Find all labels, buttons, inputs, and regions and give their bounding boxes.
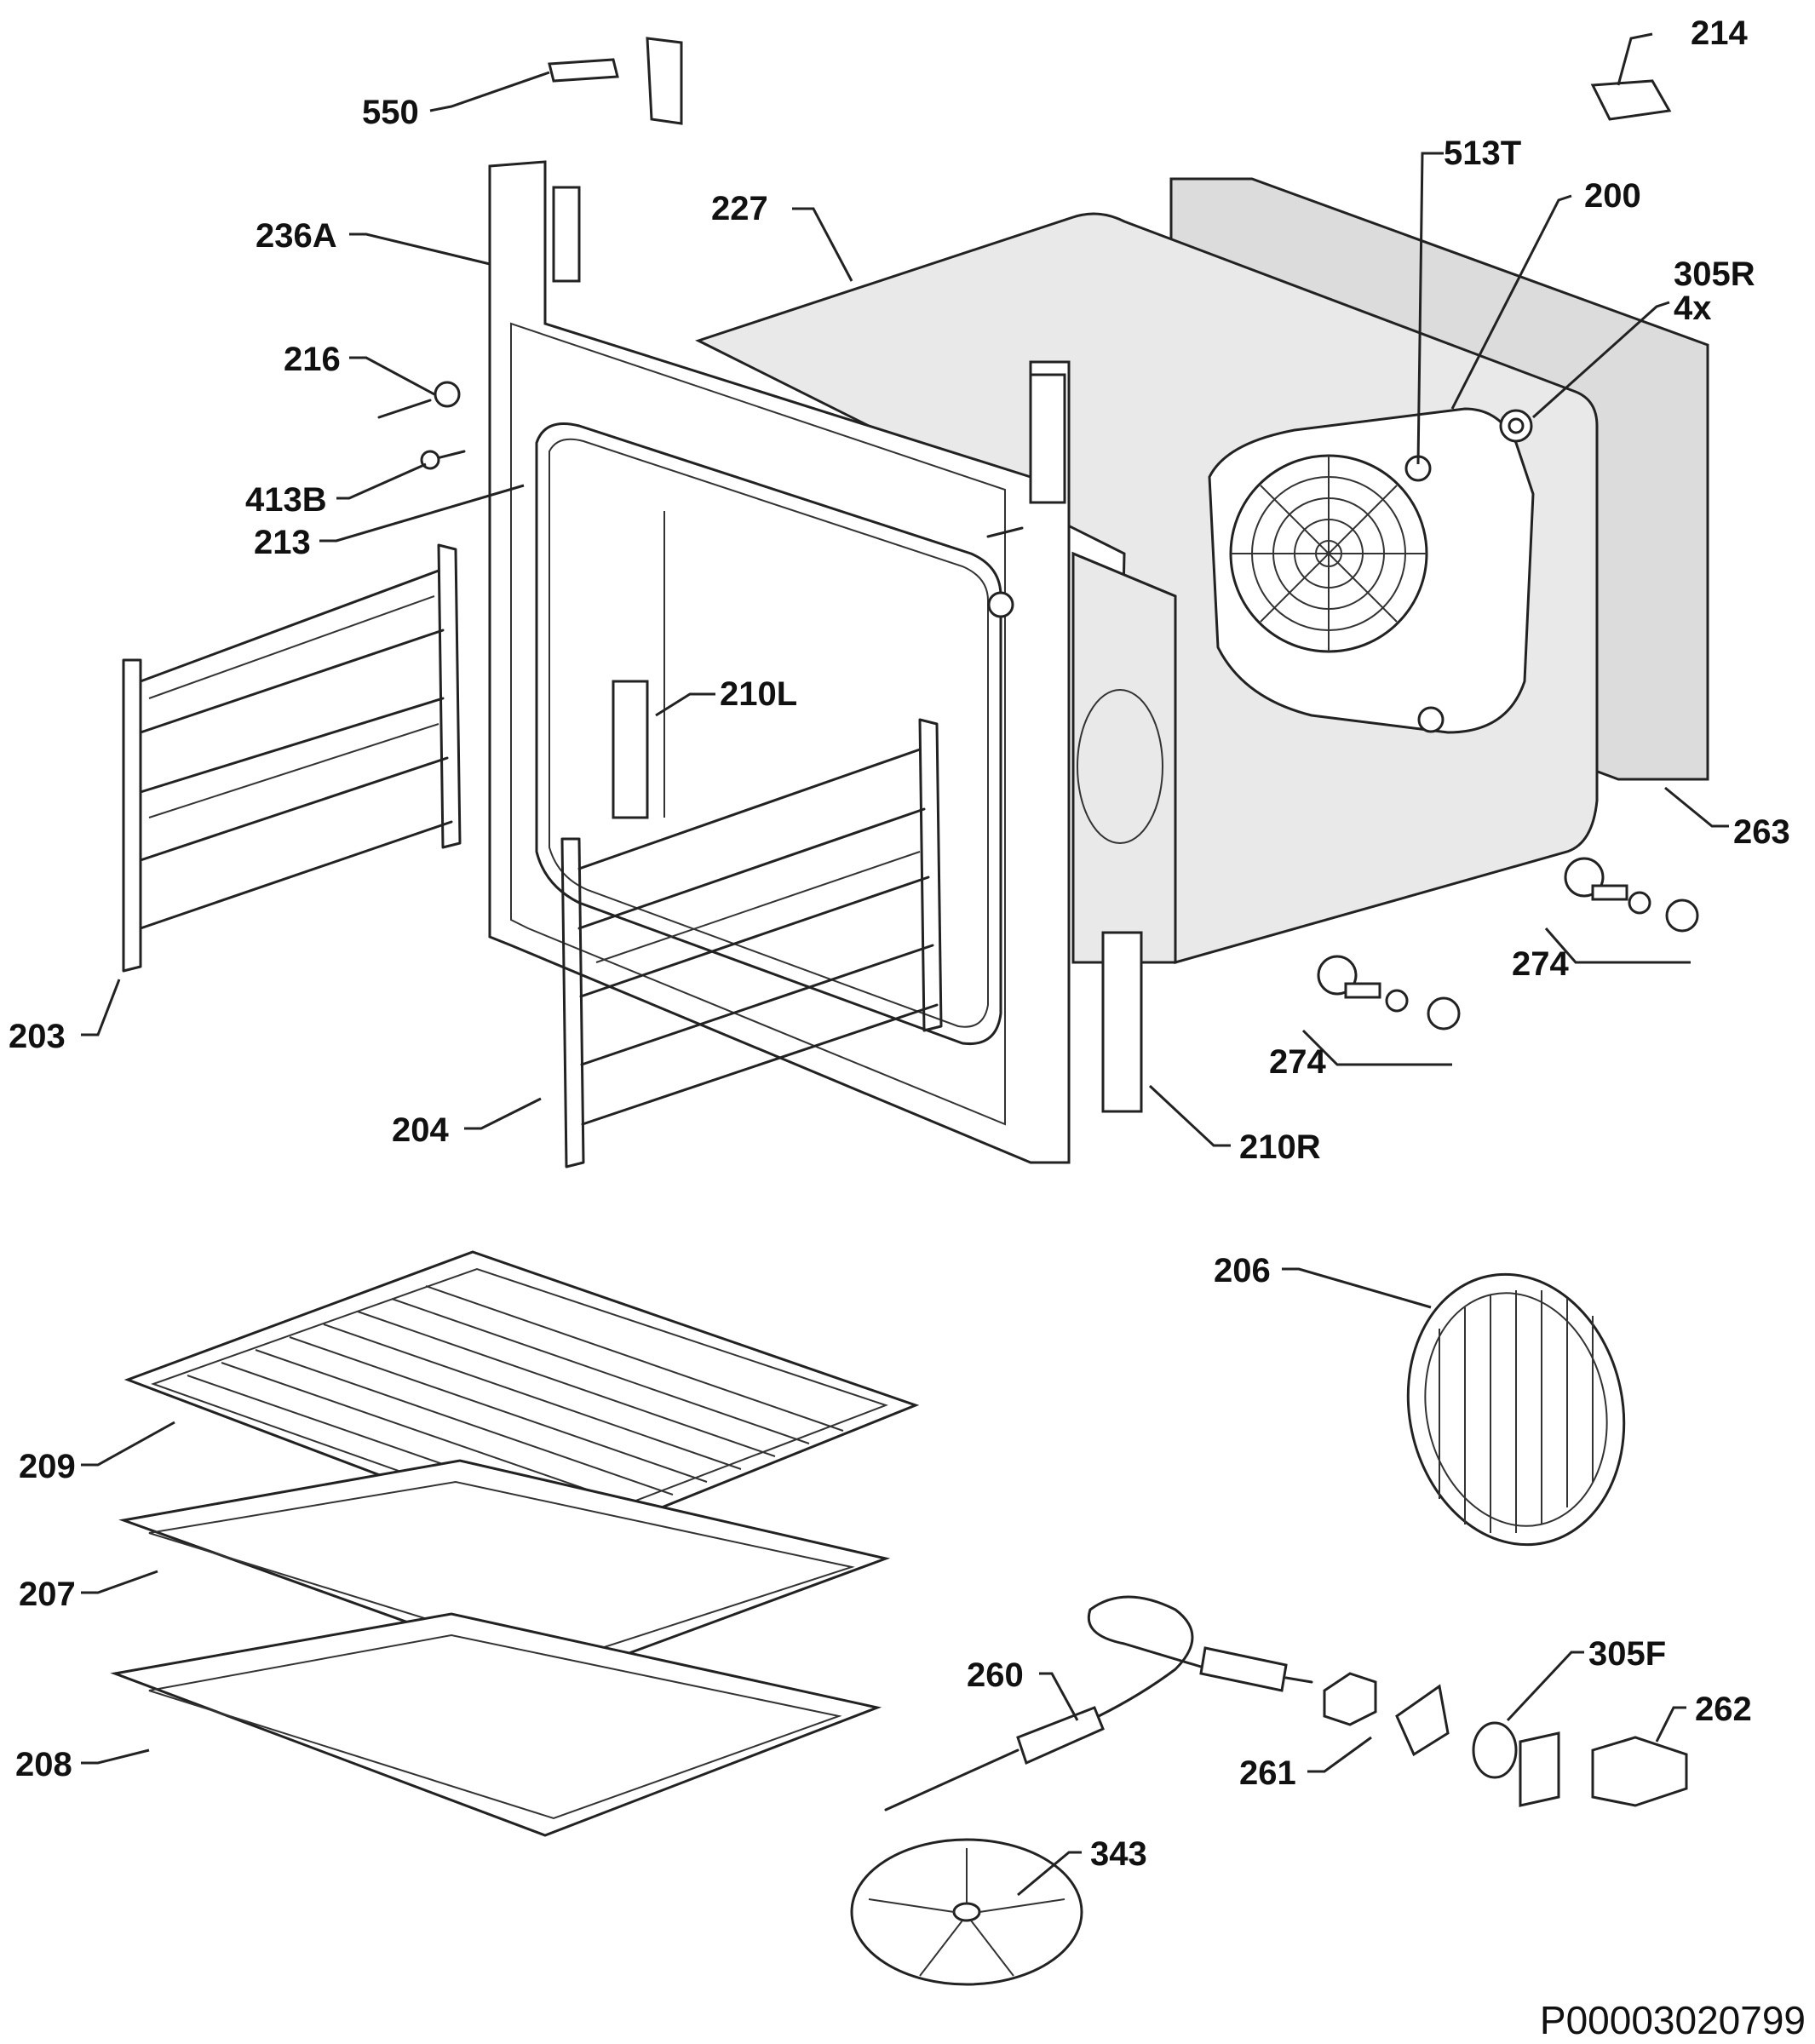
part-left-shelf-runner xyxy=(122,543,462,973)
label-208: 208 xyxy=(15,1746,72,1783)
part-meat-probe xyxy=(884,1595,1313,1811)
part-lamp-clip xyxy=(1590,79,1672,121)
part-feet-right xyxy=(1564,857,1699,933)
label-274-left: 274 xyxy=(1269,1043,1326,1081)
part-labels: 550 214 227 513T 200 305R 4x 236A 216 41… xyxy=(9,14,1790,1873)
label-210L: 210L xyxy=(720,675,797,713)
part-deep-tray xyxy=(110,1612,882,1837)
label-209: 209 xyxy=(19,1448,76,1485)
label-213: 213 xyxy=(254,524,311,561)
part-front-frame xyxy=(488,160,1071,1164)
label-261: 261 xyxy=(1239,1754,1296,1792)
label-262: 262 xyxy=(1695,1691,1752,1728)
label-263: 263 xyxy=(1733,813,1790,851)
label-4x: 4x xyxy=(1674,290,1712,327)
part-hinge-clip xyxy=(548,37,683,125)
part-right-shelf-runner xyxy=(560,718,943,1168)
label-305R: 305R xyxy=(1674,256,1755,293)
label-260: 260 xyxy=(967,1656,1024,1694)
label-413B: 413B xyxy=(245,481,327,519)
label-206: 206 xyxy=(1214,1252,1271,1289)
part-oven-cavity xyxy=(695,212,1599,964)
label-203: 203 xyxy=(9,1018,66,1055)
label-207: 207 xyxy=(19,1576,76,1613)
label-210R: 210R xyxy=(1239,1128,1321,1166)
part-fan-assembly xyxy=(1208,407,1535,734)
part-feet-left xyxy=(1317,955,1461,1031)
label-200: 200 xyxy=(1584,177,1641,215)
label-227: 227 xyxy=(711,190,768,227)
label-204: 204 xyxy=(392,1111,449,1149)
part-fan-cover xyxy=(1406,1272,1626,1547)
drawing-code: P00003020799 xyxy=(1540,1998,1806,2042)
label-550: 550 xyxy=(362,94,419,131)
label-216: 216 xyxy=(284,341,341,378)
label-274-right: 274 xyxy=(1512,945,1569,983)
part-rotisserie-disc xyxy=(850,1838,1083,1986)
part-right-guide xyxy=(1101,931,1143,1113)
label-343: 343 xyxy=(1090,1835,1147,1873)
leader-lines xyxy=(81,32,1729,1897)
label-513T: 513T xyxy=(1444,135,1521,172)
part-probe-socket xyxy=(1323,1672,1688,1807)
part-screws xyxy=(377,381,1024,618)
label-214: 214 xyxy=(1691,14,1748,52)
label-236A: 236A xyxy=(256,217,337,255)
label-305F: 305F xyxy=(1588,1635,1666,1673)
